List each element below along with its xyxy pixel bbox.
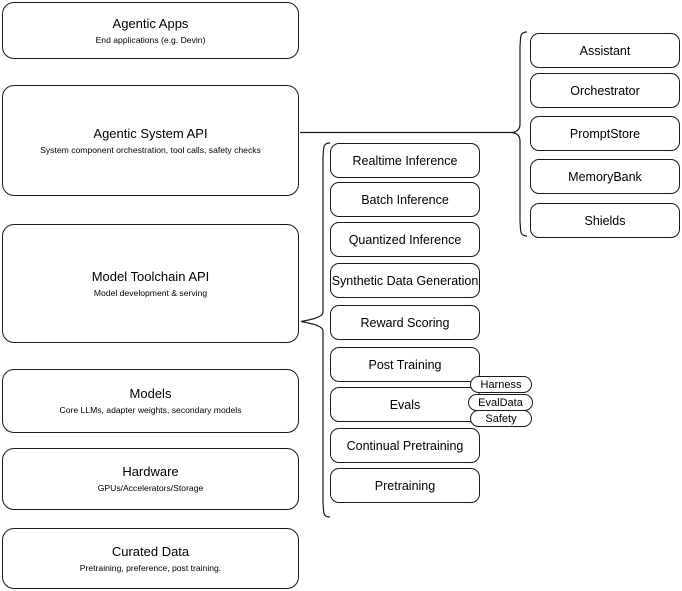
layer-title: Curated Data — [111, 543, 190, 559]
layer-hardware[interactable]: Hardware GPUs/Accelerators/Storage — [2, 448, 299, 510]
toolchain-item-continual-pretraining[interactable]: Continual Pretraining — [330, 428, 480, 463]
layer-subtitle: Core LLMs, adapter weights, secondary mo… — [59, 405, 242, 415]
layer-title: Models — [129, 386, 172, 401]
layer-title: Agentic Apps — [112, 15, 189, 31]
layer-subtitle: End applications (e.g. Devin) — [95, 34, 206, 45]
toolchain-item-quantized-inference[interactable]: Quantized Inference — [330, 222, 480, 257]
system-item-label: Shields — [584, 213, 626, 228]
system-item-shields[interactable]: Shields — [530, 203, 680, 238]
system-item-orchestrator[interactable]: Orchestrator — [530, 73, 680, 108]
layer-subtitle: System component orchestration, tool cal… — [40, 144, 261, 155]
toolchain-item-label: Evals — [389, 397, 421, 412]
toolchain-item-label: Pretraining — [374, 478, 436, 493]
layer-agentic-system-api[interactable]: Agentic System API System component orch… — [2, 85, 299, 196]
system-item-assistant[interactable]: Assistant — [530, 33, 680, 68]
eval-badge-harness[interactable]: Harness — [470, 376, 532, 393]
layer-model-toolchain-api[interactable]: Model Toolchain API Model development & … — [2, 224, 299, 343]
system-item-label: MemoryBank — [568, 169, 642, 184]
system-item-promptstore[interactable]: PromptStore — [530, 116, 680, 151]
layer-models[interactable]: Models Core LLMs, adapter weights, secon… — [2, 369, 299, 433]
eval-badge-safety[interactable]: Safety — [470, 410, 532, 427]
toolchain-item-synthetic-data-generation[interactable]: Synthetic Data Generation — [330, 263, 480, 298]
toolchain-item-pretraining[interactable]: Pretraining — [330, 468, 480, 503]
system-item-memorybank[interactable]: MemoryBank — [530, 159, 680, 194]
eval-badge-label: Harness — [480, 378, 522, 391]
layer-curated-data[interactable]: Curated Data Pretraining, preference, po… — [2, 528, 299, 589]
layer-subtitle: Pretraining, preference, post training. — [79, 562, 222, 573]
toolchain-item-batch-inference[interactable]: Batch Inference — [330, 182, 480, 217]
layer-title: Model Toolchain API — [91, 268, 210, 284]
toolchain-item-label: Synthetic Data Generation — [331, 273, 479, 288]
toolchain-item-label: Realtime Inference — [352, 153, 458, 168]
layer-title: Hardware — [122, 464, 179, 479]
toolchain-item-label: Post Training — [368, 357, 442, 372]
toolchain-item-label: Batch Inference — [361, 192, 449, 207]
system-item-label: PromptStore — [569, 126, 641, 141]
brace-system-components — [511, 31, 528, 237]
layer-agentic-apps[interactable]: Agentic Apps End applications (e.g. Devi… — [2, 2, 299, 59]
toolchain-item-label: Continual Pretraining — [346, 438, 464, 453]
toolchain-item-reward-scoring[interactable]: Reward Scoring — [330, 305, 480, 340]
toolchain-item-realtime-inference[interactable]: Realtime Inference — [330, 143, 480, 178]
eval-badge-label: EvalData — [478, 396, 523, 409]
eval-badge-label: Safety — [485, 412, 517, 425]
layer-subtitle: Model development & serving — [93, 287, 208, 298]
toolchain-item-evals[interactable]: Evals — [330, 387, 480, 422]
eval-badge-evaldata[interactable]: EvalData — [468, 394, 533, 411]
layer-subtitle: GPUs/Accelerators/Storage — [97, 483, 204, 493]
system-item-label: Assistant — [579, 43, 631, 58]
toolchain-item-post-training[interactable]: Post Training — [330, 347, 480, 382]
system-item-label: Orchestrator — [570, 83, 640, 98]
toolchain-item-label: Reward Scoring — [360, 315, 450, 330]
toolchain-item-label: Quantized Inference — [348, 232, 462, 247]
brace-toolchain-components — [300, 142, 331, 518]
layer-title: Agentic System API — [93, 125, 208, 141]
